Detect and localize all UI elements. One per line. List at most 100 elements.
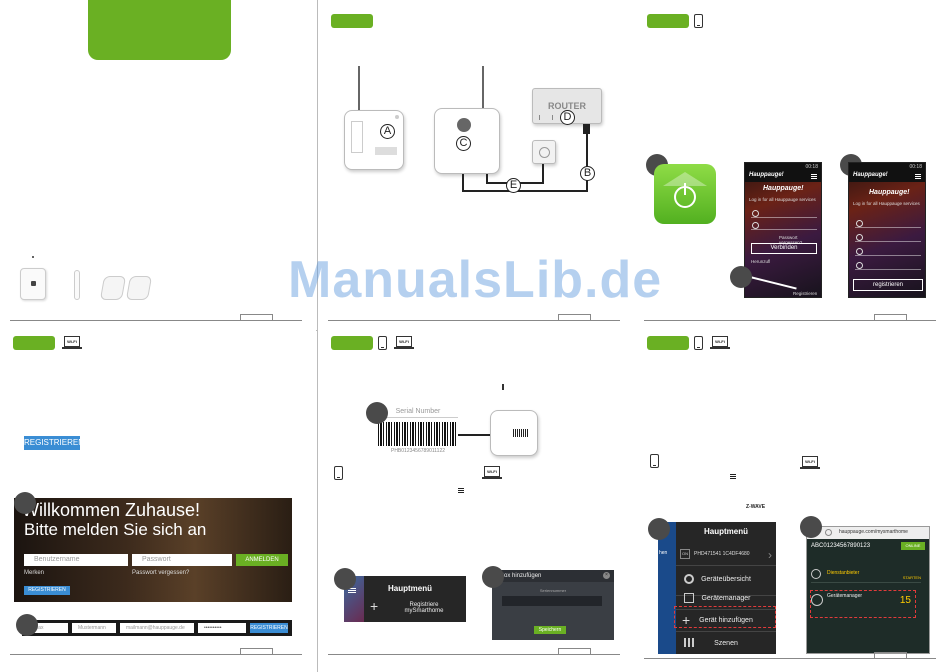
footer-page-box bbox=[240, 314, 272, 315]
label-e: E bbox=[506, 178, 521, 193]
brand-logo: Hauppauge! bbox=[853, 172, 888, 178]
menu-item-manager[interactable]: Gerätemanager bbox=[676, 588, 776, 610]
save-button[interactable]: Speichern bbox=[534, 626, 566, 634]
menu-item-add-device[interactable]: + Gerät hinzufügen bbox=[676, 610, 776, 632]
menu-side-panel: hen bbox=[658, 522, 676, 654]
guest-link[interactable]: Herunzufl bbox=[751, 259, 771, 264]
device-row[interactable]: ON PHD471541 1C4DF4680 › bbox=[676, 544, 776, 566]
step-number bbox=[482, 566, 504, 588]
password-input[interactable]: •••••••••• bbox=[198, 623, 246, 633]
smartphone-icon bbox=[694, 14, 703, 28]
main-menu-screenshot: Hauptmenü + Registriere mySmarthome bbox=[344, 576, 466, 622]
laptop-icon: Wi-Fi bbox=[482, 466, 502, 480]
power-icon bbox=[811, 594, 823, 606]
phone-login-screen: 00:18 Hauppauge! Hauppauge! Log in for a… bbox=[744, 162, 822, 298]
username-field[interactable] bbox=[751, 209, 817, 218]
panel-cover bbox=[0, 0, 316, 336]
footer-tick bbox=[240, 648, 241, 654]
footer-tick bbox=[906, 314, 907, 320]
username-input[interactable]: Benutzername bbox=[24, 554, 128, 566]
register-link[interactable]: Registrieren bbox=[793, 291, 818, 296]
remember-checkbox[interactable]: Merken bbox=[24, 570, 45, 576]
register-submit-button[interactable]: REGISTRIEREN bbox=[250, 623, 288, 633]
dot bbox=[32, 256, 34, 258]
step-number bbox=[16, 614, 38, 636]
cover-green-block bbox=[88, 0, 231, 60]
register-button-small[interactable]: REGISTRIEREN bbox=[24, 586, 70, 595]
smartphone-icon bbox=[334, 466, 343, 480]
laptop-icon: Wi-Fi bbox=[394, 336, 414, 350]
footer-page-box bbox=[874, 652, 906, 653]
serial-title: Serial Number bbox=[378, 408, 458, 418]
label-a: A bbox=[380, 124, 395, 139]
serial-input[interactable] bbox=[502, 596, 602, 606]
step-number bbox=[730, 266, 752, 288]
connect-button[interactable]: Verbinden bbox=[751, 243, 817, 254]
highlight-box bbox=[674, 606, 776, 628]
clapper-icon bbox=[684, 638, 696, 647]
laptop-icon: Wi-Fi bbox=[800, 456, 820, 470]
highlight-box bbox=[810, 590, 916, 618]
email-field[interactable] bbox=[855, 247, 921, 256]
register-button[interactable]: registrieren bbox=[853, 279, 923, 291]
password-field[interactable] bbox=[751, 221, 817, 230]
footer-line bbox=[644, 658, 936, 659]
menu-icon[interactable] bbox=[811, 174, 817, 175]
first-name-field[interactable] bbox=[855, 219, 921, 228]
footer-tick bbox=[906, 652, 907, 658]
close-icon[interactable]: × bbox=[603, 572, 610, 579]
step-number bbox=[366, 402, 388, 424]
plus-icon: + bbox=[370, 598, 379, 614]
forgot-password-link[interactable]: Passwort vergessen? bbox=[132, 570, 190, 576]
hub-device bbox=[490, 410, 538, 456]
browser-bar: ‹ hauppauge.com/mysmarthome bbox=[807, 527, 929, 539]
hamburger-icon[interactable] bbox=[348, 588, 356, 589]
services-row[interactable]: Dienstanbieter STARTEN bbox=[811, 567, 921, 583]
sensor-device-image bbox=[74, 270, 80, 300]
menu-title: Hauptmenü bbox=[388, 584, 432, 593]
menu-item-scenes[interactable]: Szenen bbox=[676, 632, 776, 654]
login-button[interactable]: ANMELDEN bbox=[236, 554, 288, 566]
last-name-field[interactable] bbox=[855, 233, 921, 242]
forgot-password-link[interactable]: Passwort vergessen? bbox=[779, 235, 803, 245]
password-input[interactable]: Passwort bbox=[132, 554, 232, 566]
app-icon[interactable] bbox=[654, 164, 716, 224]
laptop-icon: Wi-Fi bbox=[710, 336, 730, 350]
barcode bbox=[378, 422, 458, 446]
footer-page-box bbox=[240, 648, 272, 649]
menu-item-manager-label: Gerätemanager bbox=[701, 595, 751, 602]
device-id: PHD471541 1C4DF4680 bbox=[694, 551, 750, 557]
manager-row[interactable]: Gerätemanager 15 bbox=[811, 591, 921, 613]
device-a bbox=[344, 110, 404, 170]
first-name-input[interactable]: Max bbox=[28, 623, 68, 633]
add-box-dialog: Box hinzufügen × Seriennummer Speichern bbox=[492, 570, 614, 640]
email-input[interactable]: mailmann@hauppauge.de bbox=[120, 623, 194, 633]
brand-title: Hauppauge! bbox=[869, 189, 910, 196]
menu-icon bbox=[458, 488, 464, 489]
menu-icon[interactable] bbox=[915, 174, 921, 175]
antenna bbox=[502, 384, 504, 390]
menu-title: Hauptmenü bbox=[704, 527, 748, 536]
antenna bbox=[482, 66, 484, 110]
section-tag bbox=[647, 14, 689, 28]
password-field[interactable] bbox=[855, 261, 921, 270]
menu-item-overview[interactable]: Geräteübersicht bbox=[676, 566, 776, 596]
phone-register-screen: 00:18 Hauppauge! Hauppauge! Log in for a… bbox=[848, 162, 926, 298]
panel-add-device: Wi-Fi Wi-Fi Z‑WAVE hen Hauptmenü ON PHD4… bbox=[634, 336, 950, 672]
laptop-icon: Wi-Fi bbox=[62, 336, 82, 350]
step-number bbox=[334, 568, 356, 590]
register-button[interactable]: REGISTRIEREN bbox=[24, 436, 84, 450]
url-bar[interactable]: hauppauge.com/mysmarthome bbox=[839, 529, 908, 535]
register-menu-item[interactable]: Registriere mySmarthome bbox=[394, 602, 454, 614]
arrow bbox=[458, 434, 502, 436]
last-name-input[interactable]: Mustermann bbox=[72, 623, 116, 633]
reload-icon[interactable] bbox=[825, 529, 832, 536]
label-b: B bbox=[580, 166, 595, 181]
register-menu-line2: mySmarthome bbox=[404, 608, 444, 614]
plug-device-image-1 bbox=[99, 276, 127, 300]
menu-item-overview-label: Geräteübersicht bbox=[701, 576, 751, 583]
label-c: C bbox=[456, 136, 471, 151]
section-tag bbox=[331, 14, 373, 28]
main-menu-large: hen Hauptmenü ON PHD471541 1C4DF4680 › G… bbox=[658, 522, 776, 654]
cable bbox=[462, 174, 464, 192]
